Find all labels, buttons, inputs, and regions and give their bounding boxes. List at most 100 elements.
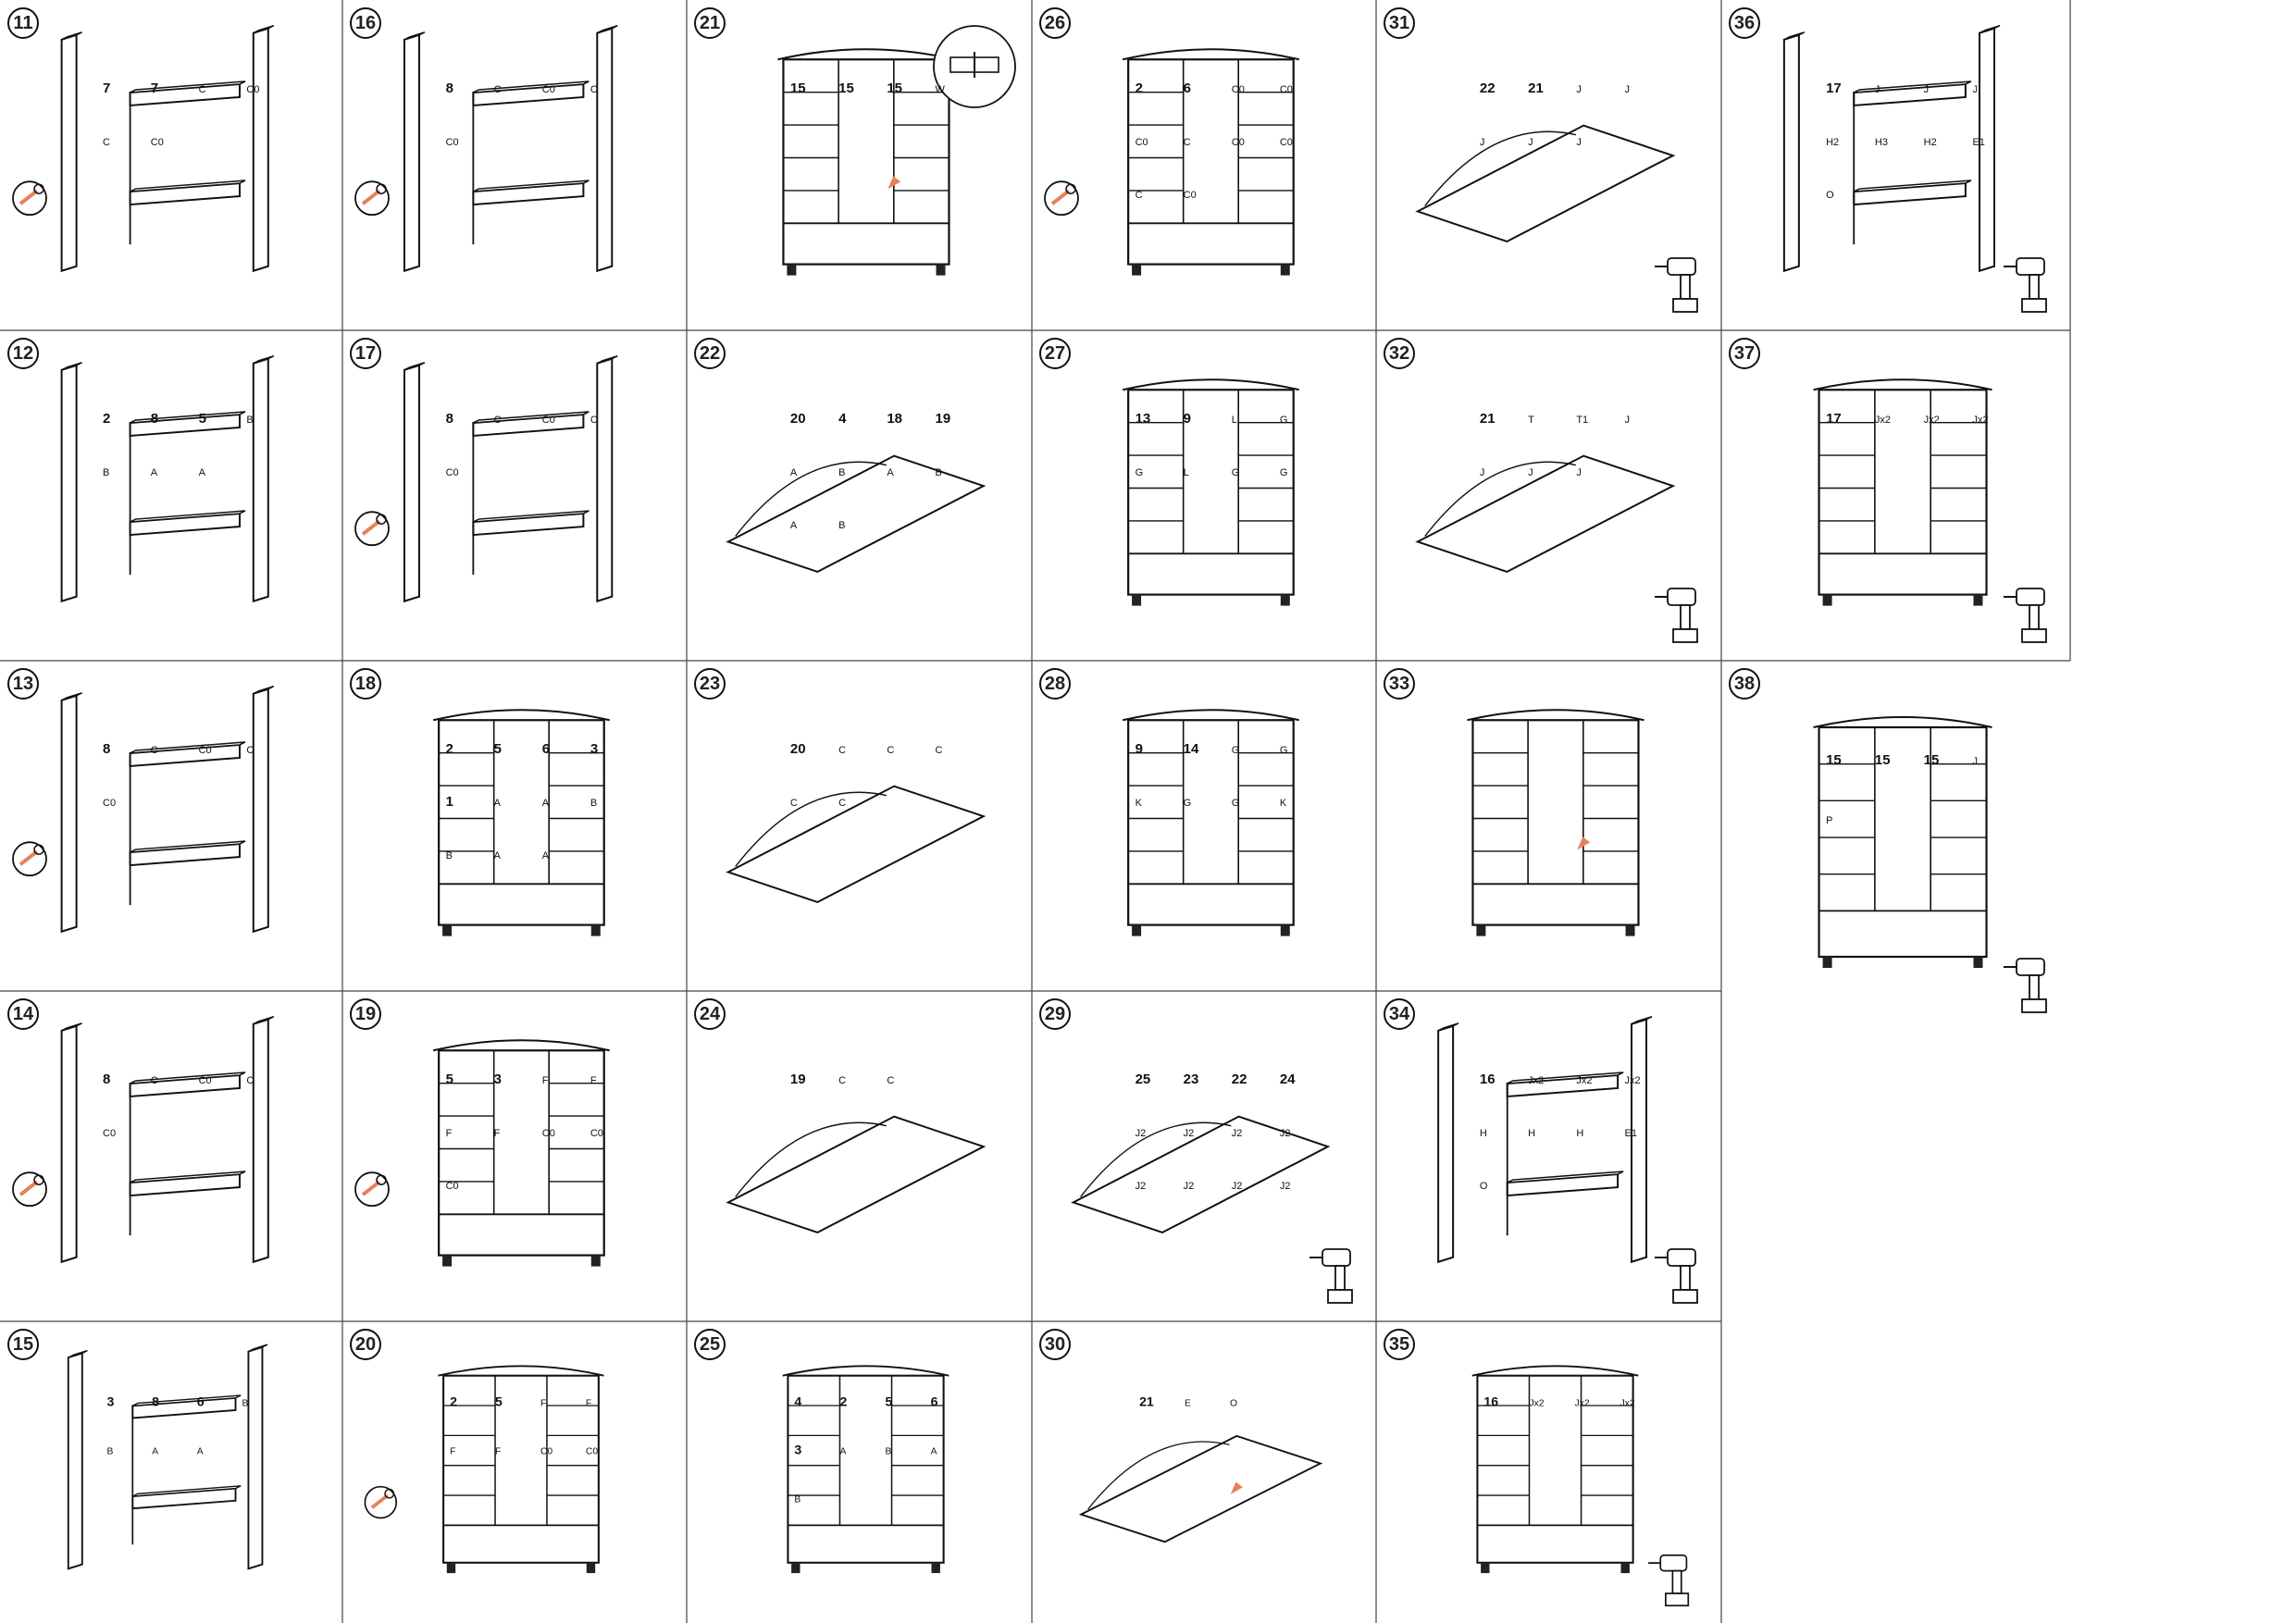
part-label: J xyxy=(1528,467,1533,478)
assembly-sketch xyxy=(1471,1365,1639,1574)
part-label: C0 xyxy=(540,1446,552,1456)
part-label: J2 xyxy=(1184,1128,1195,1139)
step-number-badge: 15 xyxy=(7,1329,39,1360)
part-label: B xyxy=(242,1398,248,1408)
part-label: B xyxy=(106,1446,113,1456)
part-label: C0 xyxy=(542,1128,555,1139)
foot xyxy=(931,1562,940,1574)
part-label: C xyxy=(246,745,254,756)
part-label: C xyxy=(590,415,598,426)
board xyxy=(726,785,987,904)
part-label: C0 xyxy=(199,745,212,756)
part-label: 1 xyxy=(446,794,453,810)
drill-icon xyxy=(1648,1554,1690,1607)
part-label: 4 xyxy=(838,411,847,427)
part-label: C0 xyxy=(1232,137,1245,148)
step-number-badge: 31 xyxy=(1384,7,1415,39)
side-panel xyxy=(60,1024,78,1264)
foot xyxy=(1973,594,1983,606)
assembly-sketch xyxy=(1122,48,1299,276)
part-label: J xyxy=(1576,84,1582,95)
wardrobe-crown xyxy=(777,48,955,61)
part-label: Jx2 xyxy=(1528,1075,1544,1086)
side-panel xyxy=(1437,1024,1455,1264)
part-label: 8 xyxy=(446,411,453,427)
foot xyxy=(936,264,946,276)
hex-key-icon xyxy=(12,1171,47,1208)
part-label: Jx2 xyxy=(1620,1398,1635,1408)
step-number-badge: 35 xyxy=(1384,1329,1415,1360)
part-label: G xyxy=(1280,745,1288,756)
part-label: J xyxy=(1528,137,1533,148)
part-label: F xyxy=(542,1075,549,1086)
side-panel xyxy=(403,33,420,273)
part-label: 7 xyxy=(103,81,110,96)
drill-icon xyxy=(2004,257,2047,313)
foot xyxy=(446,1562,456,1574)
direction-arrow xyxy=(887,176,901,190)
panel-edge xyxy=(130,180,246,192)
part-label: F xyxy=(495,1446,501,1456)
assembly-sketch xyxy=(60,685,275,934)
part-label: 23 xyxy=(1184,1072,1199,1087)
panel-edge xyxy=(253,354,275,365)
assembly-sketch xyxy=(1071,1115,1331,1234)
part-label: 2 xyxy=(450,1394,457,1408)
wardrobe-crown xyxy=(438,1365,604,1377)
part-label: A xyxy=(887,467,894,478)
side-panel xyxy=(1978,27,1995,273)
drill-icon xyxy=(2004,588,2047,643)
panel-edge xyxy=(130,510,246,523)
part-label: 15 xyxy=(887,81,902,96)
part-label: K xyxy=(1136,798,1143,809)
panel-edge xyxy=(596,24,618,34)
part-label: C xyxy=(936,745,943,756)
part-label: B xyxy=(936,467,942,478)
foot xyxy=(1280,264,1290,276)
part-label: A xyxy=(197,1446,204,1456)
part-label: 4 xyxy=(794,1394,801,1408)
panel-edge xyxy=(403,31,426,41)
panel-edge xyxy=(248,1344,268,1353)
panel-edge xyxy=(596,354,618,365)
wardrobe-body xyxy=(1818,389,1988,596)
assembly-sketch xyxy=(403,24,618,273)
part-label: A xyxy=(152,1446,158,1456)
part-label: 8 xyxy=(152,1394,159,1408)
part-label: J xyxy=(1480,137,1485,148)
part-label: C xyxy=(151,745,158,756)
panel-edge xyxy=(130,411,246,424)
part-label: J2 xyxy=(1184,1181,1195,1192)
part-label: Jx2 xyxy=(1576,1075,1592,1086)
part-label: 15 xyxy=(790,81,806,96)
step-number-badge: 38 xyxy=(1729,668,1760,700)
part-label: 5 xyxy=(886,1394,893,1408)
wardrobe-crown xyxy=(1122,48,1299,61)
part-label: J2 xyxy=(1136,1128,1147,1139)
part-label: C0 xyxy=(446,137,459,148)
assembly-sketch xyxy=(438,1365,604,1574)
part-label: Jx2 xyxy=(1529,1398,1544,1408)
part-label: G xyxy=(1280,415,1288,426)
part-label: L xyxy=(1232,415,1237,426)
side-panel xyxy=(252,27,269,273)
part-label: C0 xyxy=(151,137,164,148)
step-number-badge: 33 xyxy=(1384,668,1415,700)
step-number-badge: 24 xyxy=(694,998,726,1030)
step-cell: 33 xyxy=(1376,661,1721,991)
part-label: 17 xyxy=(1826,81,1842,96)
step-number-badge: 25 xyxy=(694,1329,726,1360)
